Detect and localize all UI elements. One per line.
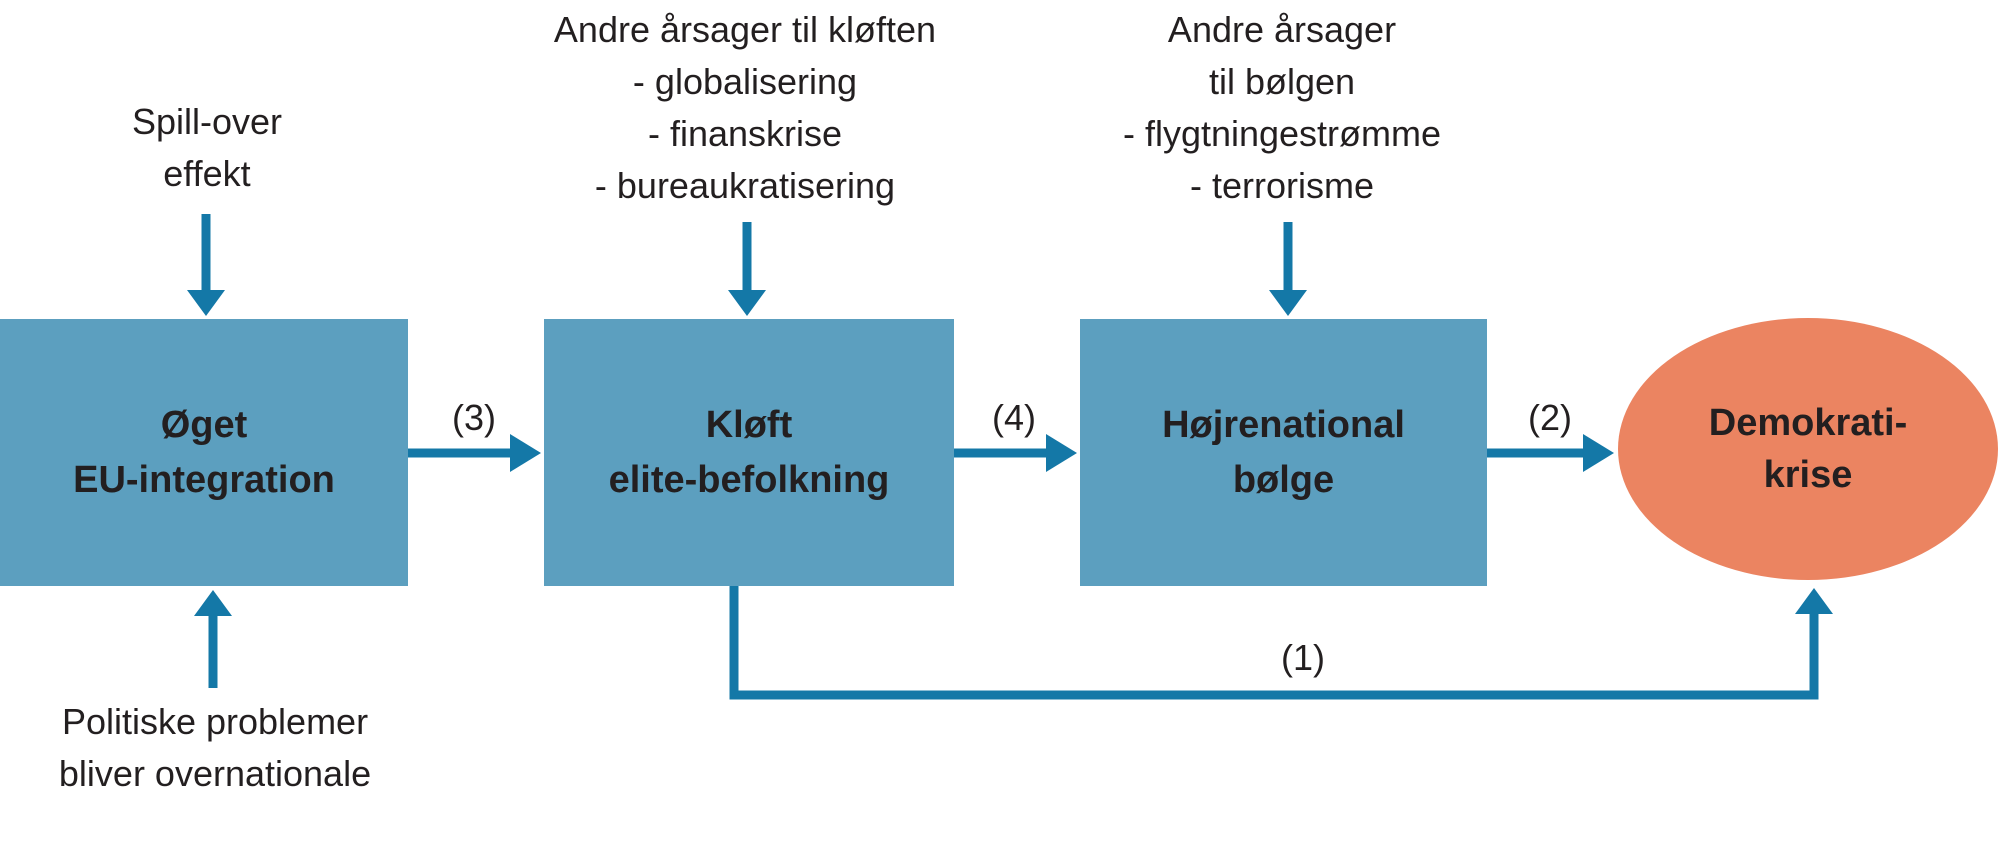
arrow-label-4: (4) — [992, 397, 1036, 438]
arrow-cleft-to-wave-icon — [954, 434, 1077, 472]
arrow-label-2: (2) — [1528, 397, 1572, 438]
note-political-problems: Politiske problemer bliver overnationale — [58, 701, 372, 794]
node-elite-cleft-label: Kløft elite-befolkning — [608, 403, 890, 501]
note-spillover-effect: Spill-over effekt — [131, 101, 283, 194]
arrow-wave-to-crisis-icon — [1487, 434, 1614, 472]
note-other-causes-wave: Andre årsager til bølgen - flygtningestr… — [1122, 9, 1442, 206]
node-democracy-crisis-label: Demokrati- krise — [1708, 402, 1908, 496]
arrow-eu-to-cleft-icon — [408, 434, 541, 472]
arrow-political-up-icon — [194, 590, 232, 688]
arrow-wave-causes-down-icon — [1269, 222, 1307, 316]
node-eu-integration-box: Øget EU-integration — [0, 319, 408, 586]
arrow-spillover-down-icon — [187, 214, 225, 316]
node-elite-cleft-box: Kløft elite-befolkning — [544, 319, 954, 586]
note-other-causes-cleft: Andre årsager til kløften - globaliserin… — [553, 9, 937, 206]
node-democracy-crisis-ellipse: Demokrati- krise — [1618, 318, 1998, 580]
node-rightwing-wave-box: Højrenational bølge — [1080, 319, 1487, 586]
node-rightwing-wave-label: Højrenational bølge — [1162, 403, 1405, 501]
arrow-label-3: (3) — [452, 397, 496, 438]
arrow-cleft-causes-down-icon — [728, 222, 766, 316]
node-eu-integration-label: Øget EU-integration — [73, 403, 335, 501]
arrow-label-1: (1) — [1281, 637, 1325, 678]
